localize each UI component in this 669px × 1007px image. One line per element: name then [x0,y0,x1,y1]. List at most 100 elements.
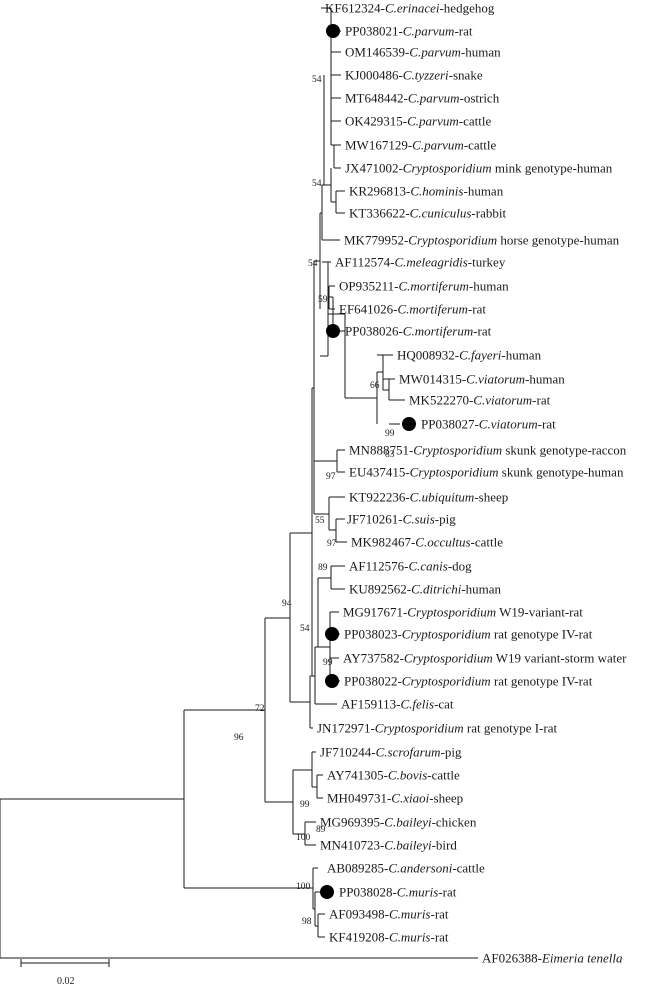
taxon-host: -bird [432,838,458,853]
taxon-species: C.xiaoi [391,791,429,806]
study-isolate-marker [320,885,334,899]
taxon-species: C.scrofarum [376,745,441,760]
taxon-label: PP038021-C.parvum-rat [345,24,473,39]
tree-branches [0,7,478,959]
taxon-accession: KR296813- [349,184,410,199]
taxon-species: Cryptosporidium [375,721,464,736]
taxon-genotype: W19 variant-storm water [493,651,627,666]
taxon-species: Cryptosporidium [410,465,499,480]
taxon-host: -pig [441,745,462,760]
taxon-genotype: rat genotype I-rat [464,721,558,736]
taxon-label: AF026388-Eimeria tenella [482,951,623,966]
taxon-accession: PP038027- [421,417,479,432]
taxon-accession: PP038022- [344,674,402,689]
taxon-label: OP935211-C.mortiferum-human [339,279,509,294]
taxon-species: Cryptosporidium [402,674,491,689]
taxon-species: Cryptosporidium [403,161,492,176]
study-isolate-marker [326,324,340,338]
taxon-label: JF710261-C.suis-pig [347,512,456,527]
taxon-species: C.mortiferum [398,302,468,317]
taxon-host: -cattle [464,138,497,153]
taxon-accession: MW167129- [345,138,412,153]
taxon-accession: MN410723- [320,838,384,853]
bootstrap-value: 72 [255,704,265,714]
taxon-species: C.cuniculus [410,206,472,221]
taxon-label: MK522270-C.viatorum-rat [409,393,551,408]
taxon-accession: MK779952- [344,233,408,248]
taxon-species: C.viatorum [473,393,532,408]
taxon-species: C.muris [389,930,431,945]
taxon-accession: JF710261- [347,512,403,527]
bootstrap-value: 54 [300,624,310,634]
taxon-label: HQ008932-C.fayeri-human [397,348,542,363]
bootstrap-value: 54 [308,259,318,269]
leaf-labels: KF612324-C.erinacei-hedgehogPP038021-C.p… [317,1,627,966]
bootstrap-value: 83 [385,450,395,460]
taxon-species: C.occultus [415,535,470,550]
taxon-host: -rat [468,302,486,317]
taxon-label: PP038027-C.viatorum-rat [421,417,556,432]
taxon-host: -human [525,372,565,387]
taxon-label: KJ000486-C.tyzzeri-snake [345,68,483,83]
taxon-genotype: mink genotype-human [492,161,613,176]
study-isolate-marker [325,627,339,641]
taxon-species: Cryptosporidium [413,443,502,458]
taxon-host: -cattle [427,768,460,783]
taxon-host: -rat [538,417,556,432]
bootstrap-value: 59 [318,295,328,305]
taxon-label: AF112576-C.canis-dog [349,559,472,574]
taxon-label: JX471002-Cryptosporidium mink genotype-h… [345,161,613,176]
taxon-label: KR296813-C.hominis-human [349,184,504,199]
taxon-label: AB089285-C.andersoni-cattle [327,861,485,876]
taxon-host: -cat [434,697,454,712]
taxon-accession: KU892562- [349,582,411,597]
taxon-host: -human [501,348,541,363]
taxon-accession: MG917671- [343,605,407,620]
taxon-species: C.parvum [408,91,460,106]
taxon-genotype: skunk genotype-raccon [502,443,627,458]
taxon-accession: MN888751- [349,443,413,458]
taxon-label: OK429315-C.parvum-cattle [345,114,491,129]
bootstrap-value: 55 [315,516,325,526]
taxon-label: OM146539-C.parvum-human [345,45,501,60]
taxon-accession: EF641026- [339,302,398,317]
taxon-species: Cryptosporidium [402,627,491,642]
taxon-label: PP038023-Cryptosporidium rat genotype IV… [344,627,593,642]
taxon-species: C.muris [397,885,439,900]
taxon-species: C.bovis [388,768,427,783]
taxon-species: C.erinacei [385,1,440,16]
bootstrap-value: 99 [323,658,333,668]
taxon-accession: EU437415- [349,465,410,480]
taxon-accession: MK522270- [409,393,473,408]
taxon-host: -snake [449,68,483,83]
taxon-host: -cattle [452,861,485,876]
taxon-host: -cattle [459,114,492,129]
taxon-host: -ostrich [459,91,499,106]
bootstrap-value: 94 [282,599,292,609]
bootstrap-value: 99 [385,429,395,439]
study-isolate-marker [326,24,340,38]
taxon-accession: HQ008932- [397,348,459,363]
study-isolate-marker [325,674,339,688]
taxon-accession: AF159113- [341,697,400,712]
taxon-genotype: skunk genotype-human [499,465,624,480]
taxon-genotype: rat genotype IV-rat [491,674,593,689]
taxon-accession: AY741305- [327,768,388,783]
bootstrap-value: 89 [316,825,326,835]
taxon-label: EF641026-C.mortiferum-rat [339,302,486,317]
taxon-species: C.parvum [409,45,461,60]
taxon-accession: MT648442- [345,91,408,106]
bootstrap-value: 89 [318,563,328,573]
taxon-label: AY737582-Cryptosporidium W19 variant-sto… [343,651,627,666]
taxon-accession: JF710244- [320,745,376,760]
taxon-accession: KJ000486- [345,68,403,83]
taxon-host: -turkey [468,255,506,270]
taxon-genotype: horse genotype-human [497,233,620,248]
taxon-species: C.baileyi [384,815,432,830]
taxon-label: PP038028-C.muris-rat [339,885,457,900]
bootstrap-value: 66 [370,381,380,391]
taxon-accession: KT336622- [349,206,410,221]
study-isolate-marker [402,417,416,431]
taxon-accession: AF026388- [482,951,542,966]
taxon-label: JN172971-Cryptosporidium rat genotype I-… [317,721,557,736]
